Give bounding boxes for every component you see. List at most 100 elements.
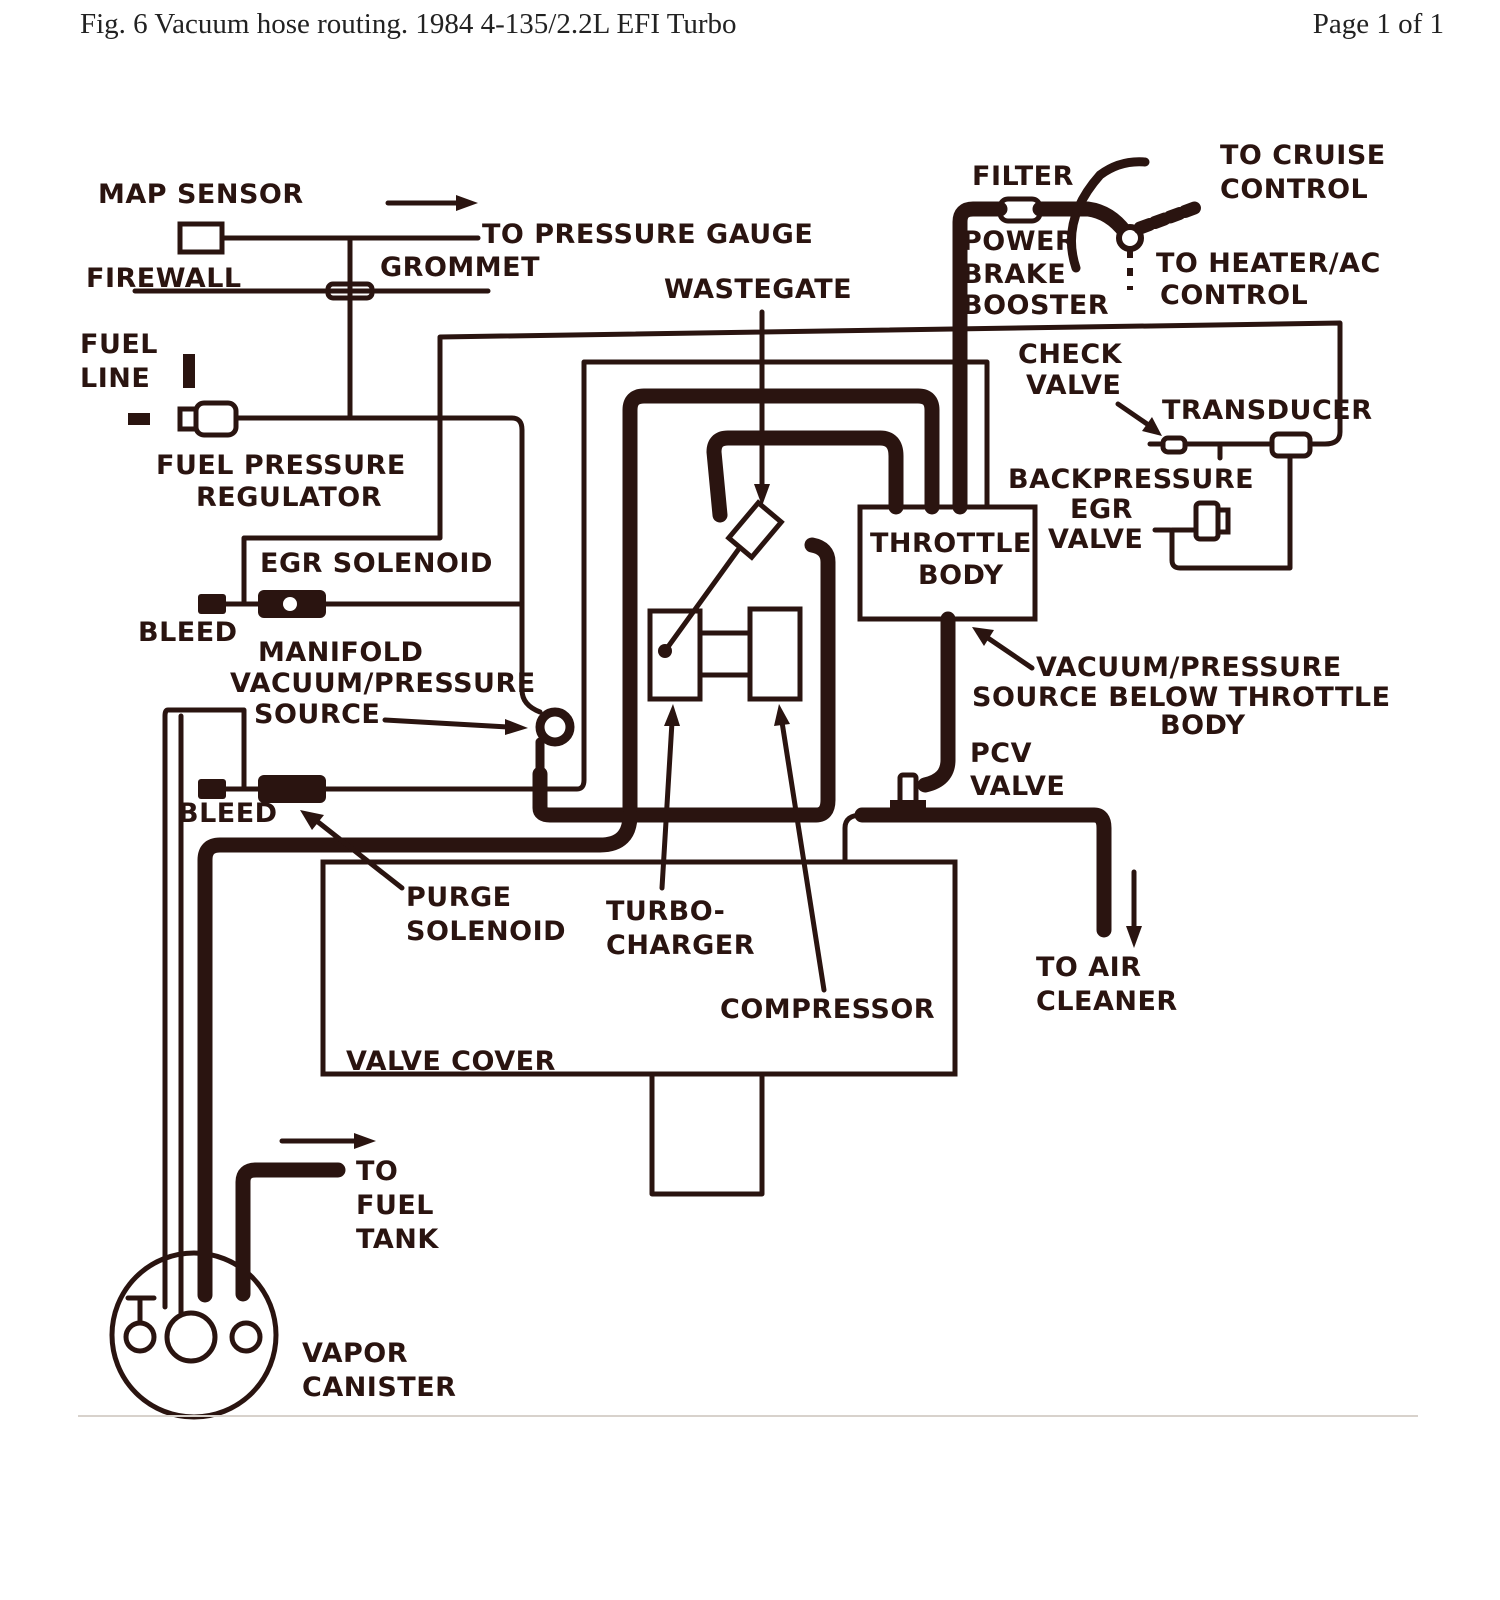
label-air-2: CLEANER [1036, 986, 1178, 1017]
canister-port-right [229, 1320, 263, 1354]
wastegate-rod [662, 547, 741, 654]
fpr-vacuum-hose [233, 415, 543, 715]
label-manifold-1: MANIFOLD [258, 637, 423, 668]
arrow-to-fuel-tank [279, 1133, 376, 1149]
label-air-1: TO AIR [1036, 952, 1142, 983]
page-number: Page 1 of 1 [1312, 8, 1444, 40]
label-throttle-2: BODY [918, 560, 1004, 591]
label-heater-1: TO HEATER/AC [1156, 248, 1381, 279]
filter-branch-hose [1066, 157, 1150, 273]
label-vac-below-1: VACUUM/PRESSURE [1036, 652, 1342, 683]
arrow-purge-solenoid [300, 810, 405, 891]
figure-title: Fig. 6 Vacuum hose routing. 1984 4-135/2… [80, 8, 737, 40]
label-bleed-2: BLEED [178, 798, 278, 829]
map-sensor [177, 221, 225, 255]
label-vac-below-3: BODY [1160, 710, 1246, 741]
arrow-manifold-source [382, 717, 528, 735]
label-brake-2: BRAKE [962, 259, 1066, 290]
arrow-wastegate [754, 309, 770, 506]
egr-solenoid-feed-hose [241, 320, 1343, 607]
label-to-cruise-2: CONTROL [1220, 174, 1368, 205]
label-fuel-line-2: LINE [80, 363, 150, 394]
label-purge-2: SOLENOID [406, 916, 566, 947]
valve-cover-pcv-hose [842, 812, 865, 865]
fuel-tank-hose [235, 1162, 346, 1302]
valve-cover-stem [649, 1071, 765, 1197]
transducer [1269, 431, 1313, 459]
check-valve-fitting [1160, 435, 1188, 455]
fpr-fitting-left [128, 413, 150, 425]
label-brake-1: POWER [962, 226, 1076, 257]
purge-out-hose [323, 359, 990, 792]
throttle-to-pcv-hose [917, 611, 956, 793]
brake-booster-hose [952, 201, 1008, 515]
label-to-cruise-1: TO CRUISE [1220, 140, 1386, 171]
label-check-1: CHECK [1018, 339, 1123, 370]
label-canister-2: CANISTER [302, 1372, 456, 1403]
label-wastegate: WASTEGATE [664, 274, 852, 305]
label-fuel-line-1: FUEL [80, 329, 158, 360]
label-grommet: GROMMET [380, 252, 540, 283]
pcv-air-cleaner-hose [854, 807, 1112, 938]
label-check-2: VALVE [1026, 370, 1121, 401]
arrow-compressor [774, 704, 827, 993]
turbocharger [647, 608, 703, 702]
arrow-check-valve [1115, 401, 1162, 436]
manifold-main-hose [532, 537, 836, 823]
label-transducer: TRANSDUCER [1162, 395, 1373, 426]
label-throttle-1: THROTTLE [870, 528, 1032, 559]
fpr-cap [177, 406, 199, 432]
compressor [747, 606, 803, 702]
label-map-sensor: MAP SENSOR [98, 179, 304, 210]
vapor-canister [109, 1250, 279, 1420]
label-brake-3: BOOSTER [962, 290, 1109, 321]
pcv-valve-base [890, 800, 926, 808]
label-heater-2: CONTROL [1160, 280, 1308, 311]
label-fpr-2: REGULATOR [196, 482, 382, 513]
egr-solenoid-port [283, 597, 297, 611]
label-turbo-1: TURBO- [606, 896, 725, 927]
canister-cap-fitting [125, 1295, 157, 1326]
label-canister-1: VAPOR [302, 1338, 408, 1369]
throttle-body [857, 504, 1038, 622]
valve-cover [320, 859, 958, 1077]
label-backpressure-1: BACKPRESSURE [1008, 464, 1254, 495]
label-valve-cover: VALVE COVER [346, 1046, 556, 1077]
wastegate-pivot [658, 644, 672, 658]
label-vac-below-2: SOURCE BELOW THROTTLE [972, 682, 1391, 713]
arrow-to-air-cleaner [1126, 869, 1142, 948]
cruise-dashed-hose [1133, 199, 1207, 235]
arrow-vacuum-below-throttle [972, 627, 1035, 671]
purge-bleed [198, 779, 226, 799]
label-manifold-2: VACUUM/PRESSURE [230, 668, 536, 699]
label-pcv-1: PCV [970, 738, 1032, 769]
label-backpressure-3: VALVE [1048, 524, 1143, 555]
canister-purge-hose [197, 807, 638, 1303]
label-fpr-1: FUEL PRESSURE [156, 450, 406, 481]
label-bleed-1: BLEED [138, 617, 238, 648]
label-backpressure-2: EGR [1070, 494, 1133, 525]
purge-feed-hose [162, 707, 247, 1310]
label-turbo-2: CHARGER [606, 930, 755, 961]
arrow-turbocharger [659, 704, 680, 891]
label-tank-2: FUEL [356, 1190, 434, 1221]
fuel-pressure-regulator [193, 400, 239, 438]
turbo-shaft [697, 630, 753, 678]
egr-bleed [198, 594, 226, 614]
turbo-outer-hose [622, 388, 940, 823]
purge-solenoid [258, 775, 326, 803]
pcv-valve [897, 772, 919, 806]
label-pcv-2: VALVE [970, 771, 1065, 802]
backpressure-egr-valve [1193, 500, 1221, 542]
label-to-pressure-gauge: TO PRESSURE GAUGE [482, 219, 813, 250]
wastegate-actuator [725, 499, 785, 561]
label-firewall: FIREWALL [86, 263, 242, 294]
backpressure-egr-hose [1169, 453, 1293, 571]
arrow-to-pressure-gauge [385, 195, 478, 211]
backpressure-egr-cap [1215, 507, 1231, 535]
label-egr-solenoid: EGR SOLENOID [260, 548, 493, 579]
canister-port-center [164, 1310, 218, 1364]
manifold-source-fitting [535, 707, 575, 747]
label-filter: FILTER [972, 161, 1074, 192]
